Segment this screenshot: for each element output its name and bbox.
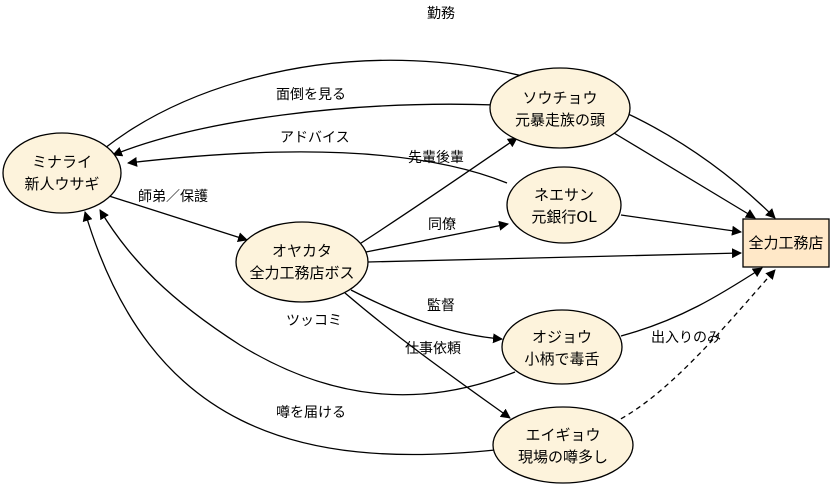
edge-kantoku [350,289,503,344]
node-neesan-line1: ネエサン [534,186,594,204]
edge-shigoto [344,292,511,419]
node-minarai-line1: ミナライ [32,153,92,171]
edge-deiri [612,269,776,424]
node-company-box [742,218,830,268]
node-company: 全力工務店 [742,218,830,268]
edge-label-shigoto: 仕事依頼 [405,341,461,357]
node-ojou-line1: オジョウ [532,328,592,346]
node-souchou-shape [489,67,631,149]
node-neesan-shape [506,166,622,244]
edge-label-tsukkomi: ツッコミ [286,313,342,329]
node-oyakata-line1: オヤカタ [272,242,332,260]
edge-douryou [365,220,509,253]
node-minarai-line2: 新人ウサギ [24,175,99,193]
node-neesan: ネエサン 元銀行OL [506,166,622,244]
node-oyakata-shape [235,221,369,303]
edge-advice [127,151,508,184]
node-neesan-line2: 元銀行OL [531,208,597,226]
edge-tsukkomi [99,209,516,396]
node-souchou: ソウチョウ 元暴走族の頭 [489,67,631,149]
edge-mendou [112,103,498,157]
node-souchou-line2: 元暴走族の頭 [515,111,605,129]
edge-shitei [108,195,248,243]
edge-neesan-company [620,214,742,236]
edge-label-uwasa: 噂を届ける [276,405,346,421]
edge-label-shitei: 師弟／保護 [138,189,208,205]
node-eigyou: エイギョウ 現場の噂多し [492,406,634,484]
node-eigyou-line1: エイギョウ [525,426,600,444]
node-oyakata: オヤカタ 全力工務店ボス [235,221,369,303]
node-souchou-line1: ソウチョウ [522,89,597,107]
edge-senpai [357,137,518,246]
node-minarai-shape [2,132,122,214]
node-oyakata-line2: 全力工務店ボス [249,264,354,282]
edge-label-advice: アドバイス [280,130,350,146]
edge-label-douryou: 同僚 [428,217,456,233]
node-ojou: オジョウ 小柄で毒舌 [501,309,623,385]
edge-ojou-company [620,267,763,337]
edge-souchou-company [608,129,756,219]
node-minarai: ミナライ 新人ウサギ [2,132,122,214]
edge-label-kantoku: 監督 [427,297,455,314]
edge-kinmu [104,59,776,219]
node-company-label: 全力工務店 [748,234,823,252]
edge-label-kinmu: 勤務 [427,6,455,22]
node-eigyou-line2: 現場の噂多し [518,448,608,466]
edge-uwasa [82,211,496,456]
edge-oyakata-company [367,248,742,263]
edge-label-mendou: 面倒を見る [276,87,346,103]
edge-label-senpai: 先輩後輩 [408,150,464,166]
node-ojou-shape [501,309,623,385]
node-ojou-line2: 小柄で毒舌 [524,350,599,368]
node-eigyou-shape [492,406,634,484]
edge-label-deiri: 出入りのみ [651,330,721,346]
